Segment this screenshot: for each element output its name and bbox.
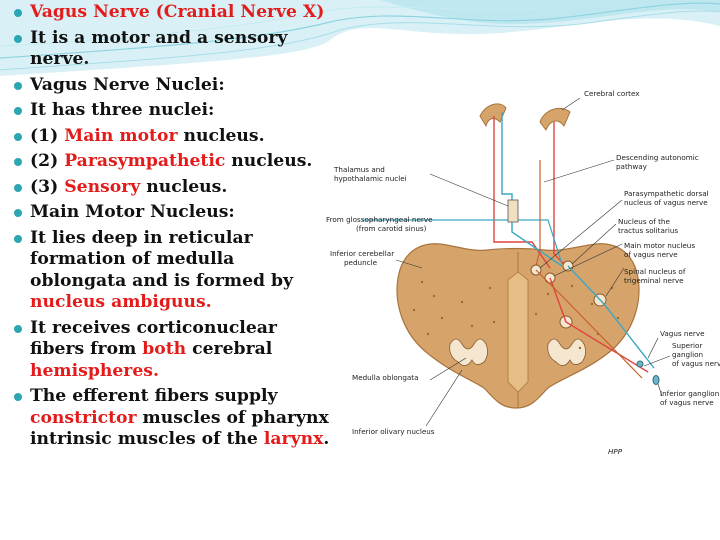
thalamus-box <box>507 199 519 223</box>
svg-text:Inferior olivary nucleus: Inferior olivary nucleus <box>352 427 435 436</box>
inferior-ganglion <box>652 375 660 385</box>
label-superior-ganglion-3: of vagus nerve <box>672 359 720 368</box>
bullet-item: (1) Main motor nucleus. <box>14 126 334 148</box>
glossopharyngeal-fiber <box>362 219 563 265</box>
svg-text:Vagus nerve: Vagus nerve <box>660 329 705 338</box>
label-glossopharyngeal: From glossopharyngeal nerve <box>326 215 433 224</box>
vagus-nerve-orange <box>535 269 643 379</box>
highlighted-text: nucleus ambiguus. <box>30 292 212 312</box>
bullet-list: Vagus Nerve (Cranial Nerve X) It is a mot… <box>14 2 334 455</box>
artist-signature: HPP <box>608 447 623 456</box>
bullet-text: . <box>323 429 330 449</box>
bullet-text: nucleus. <box>225 151 313 171</box>
bullet-text: It lies deep in reticular formation of m… <box>30 227 294 291</box>
bullet-item: Vagus Nerve (Cranial Nerve X) <box>14 2 334 24</box>
pyramid <box>507 271 529 393</box>
highlighted-text: both <box>142 339 187 359</box>
bullet-text: cerebral <box>186 339 273 359</box>
bullet-text: muscles of pharynx intrinsic muscles of … <box>30 407 329 450</box>
label-thalamus: Thalamus and <box>333 165 385 174</box>
bullet-text: nucleus. <box>177 125 265 146</box>
svg-text:Medulla oblongata: Medulla oblongata <box>352 373 419 382</box>
corticonuclear-fiber-left <box>493 116 551 269</box>
cerebral-cortex-right <box>539 107 571 132</box>
label-inferior-ganglion-2: of vagus nerve <box>660 398 714 407</box>
bullet-item: Vagus Nerve Nuclei: <box>14 75 334 97</box>
highlighted-text: Main motor <box>64 125 178 146</box>
bullet-text: (2) <box>30 151 65 171</box>
highlighted-text: constrictor <box>30 407 137 428</box>
label-parasympathetic-dorsal-2: nucleus of vagus nerve <box>624 198 708 207</box>
bullet-item: It has three nuclei: <box>14 100 334 122</box>
bullet-text: (1) <box>30 125 65 146</box>
svg-text:Cerebral cortex: Cerebral cortex <box>584 89 640 98</box>
label-superior-ganglion-2: ganglion <box>672 350 703 359</box>
bullet-item: (2) Parasympathetic nucleus. <box>14 151 334 173</box>
bullet-item: (3) Sensory nucleus. <box>14 177 334 199</box>
label-spinal-trigeminal-2: trigeminal nerve <box>624 276 684 285</box>
label-descending-autonomic: Descending autonomic <box>616 153 699 162</box>
label-main-motor-nucleus-2: of vagus nerve <box>624 250 678 259</box>
bullet-text: nucleus. <box>140 176 228 197</box>
cerebral-cortex-left <box>479 103 507 128</box>
bullet-text: Vagus Nerve Nuclei: <box>30 74 225 95</box>
bullet-item: Main Motor Nucleus: <box>14 202 334 224</box>
bullet-text: Main Motor Nucleus: <box>30 202 235 222</box>
olivary-nucleus-left <box>449 338 488 366</box>
bullet-item: The efferent fibers supply constrictor m… <box>14 386 334 451</box>
label-cerebral-cortex: Cerebral cortex <box>584 89 640 98</box>
bullet-text: The efferent fibers supply <box>30 386 278 406</box>
label-tractus-solitarius: Nucleus of the <box>618 217 670 226</box>
label-inferior-cerebellar: Inferior cerebellar <box>330 249 394 258</box>
highlighted-text: hemispheres. <box>30 360 159 381</box>
bullet-text: It is a motor and a sensory nerve. <box>30 27 288 70</box>
svg-text:From glossopharyngeal nerve(fr: From glossopharyngeal nerve(from carotid… <box>326 215 433 233</box>
highlighted-text: Sensory <box>64 176 141 197</box>
bullet-item: It receives corticonuclear fibers from b… <box>14 318 334 383</box>
superior-ganglion <box>636 360 644 368</box>
bullet-item: It is a motor and a sensory nerve. <box>14 28 334 71</box>
label-inferior-olivary: Inferior olivary nucleus <box>352 427 435 436</box>
bullet-text: It has three nuclei: <box>30 100 215 120</box>
label-thalamus-2: hypothalamic nuclei <box>334 174 407 183</box>
bullet-text: It receives corticonuclear fibers from <box>30 317 277 360</box>
descending-autonomic-fiber <box>535 160 541 267</box>
vagus-nerve-blue <box>567 265 655 369</box>
highlighted-text: Vagus Nerve (Cranial Nerve X) <box>30 2 325 22</box>
label-inferior-cerebellar-2: peduncle <box>344 258 378 267</box>
sensory-ascending-fiber <box>501 112 563 267</box>
label-descending-autonomic-2: pathway <box>616 162 648 171</box>
label-superior-ganglion: Superior <box>672 341 702 350</box>
label-spinal-trigeminal: Spinal nucleus of <box>624 267 686 276</box>
bullet-item: It lies deep in reticular formation of m… <box>14 228 334 314</box>
bullet-text: (3) <box>30 176 65 197</box>
label-tractus-solitarius-2: tractus solitarius <box>618 226 678 235</box>
label-main-motor-nucleus: Main motor nucleus <box>624 241 695 250</box>
highlighted-text: Parasympathetic <box>64 151 226 171</box>
label-inferior-ganglion: Inferior ganglion <box>660 389 719 398</box>
highlighted-text: larynx <box>263 429 324 449</box>
olivary-nucleus-right <box>547 338 586 366</box>
label-parasympathetic-dorsal: Parasympathetic dorsal <box>624 189 709 198</box>
svg-text:HPP: HPP <box>608 447 623 456</box>
label-glossopharyngeal-2: (from carotid sinus) <box>356 224 427 233</box>
label-medulla-oblongata: Medulla oblongata <box>352 373 419 382</box>
label-vagus-nerve: Vagus nerve <box>660 329 705 338</box>
